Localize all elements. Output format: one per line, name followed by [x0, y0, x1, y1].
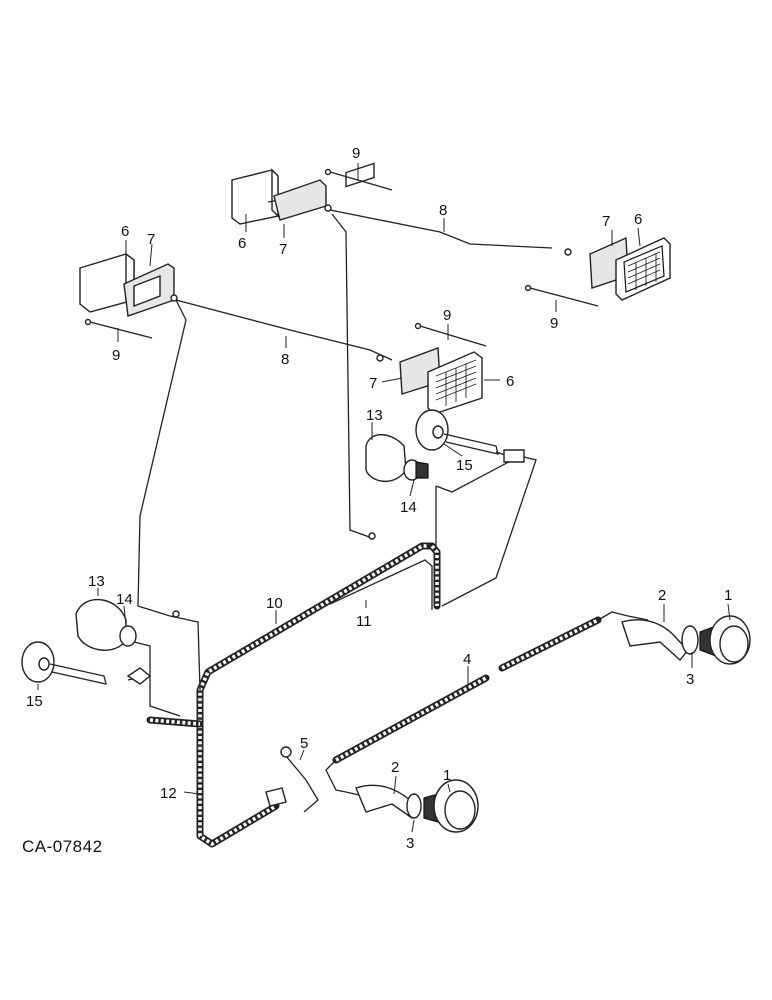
callout-2: 2: [391, 759, 399, 776]
callout-9: 9: [443, 307, 451, 324]
callout-1: 1: [724, 587, 732, 604]
callout-9: 9: [550, 315, 558, 332]
lamp-assembly-upper-center: [231, 162, 375, 225]
work-lamp-left: [21, 598, 137, 685]
callout-15: 15: [456, 457, 473, 474]
callout-11: 11: [356, 613, 372, 630]
callout-5: 5: [300, 735, 308, 752]
callout-15: 15: [26, 693, 43, 710]
callout-8: 8: [439, 202, 447, 219]
callout-1: 1: [443, 767, 451, 784]
callout-14: 14: [400, 499, 417, 516]
callout-14: 14: [116, 591, 133, 608]
callout-3: 3: [686, 671, 694, 688]
callout-9: 9: [112, 347, 120, 364]
callout-6: 6: [634, 211, 642, 228]
callout-7: 7: [279, 241, 287, 258]
callout-8: 8: [281, 351, 289, 368]
callout-6: 6: [238, 235, 246, 252]
callout-13: 13: [88, 573, 105, 590]
work-lamp-right: [365, 409, 499, 482]
headlamp-right: [621, 615, 751, 665]
callout-7: 7: [369, 375, 377, 392]
leader-lines: [37, 163, 731, 833]
callout-12: 12: [160, 785, 177, 802]
callout-10: 10: [266, 595, 283, 612]
callouts: 9 8 7 6 9 6 7 6 7 9 8 9 7 6 13 15 14 13 …: [26, 145, 732, 852]
callout-6: 6: [506, 373, 514, 390]
callout-9: 9: [352, 145, 360, 162]
headlamp-left: [355, 779, 479, 833]
callout-3: 3: [406, 835, 414, 852]
callout-4: 4: [463, 651, 471, 668]
callout-6: 6: [121, 223, 129, 240]
lamp-assembly-center: [399, 347, 483, 415]
figure-reference-code: CA-07842: [22, 837, 103, 856]
lamp-assembly-right-upper: [589, 236, 671, 301]
jumper-wires: [84, 168, 599, 347]
connectors: [126, 204, 572, 807]
callout-7: 7: [602, 213, 610, 230]
callout-13: 13: [366, 407, 383, 424]
front-harness: [325, 611, 629, 793]
callout-7: 7: [147, 231, 155, 248]
lamp-assembly-left: [79, 252, 175, 317]
wiring: [127, 209, 649, 813]
callout-2: 2: [658, 587, 666, 604]
